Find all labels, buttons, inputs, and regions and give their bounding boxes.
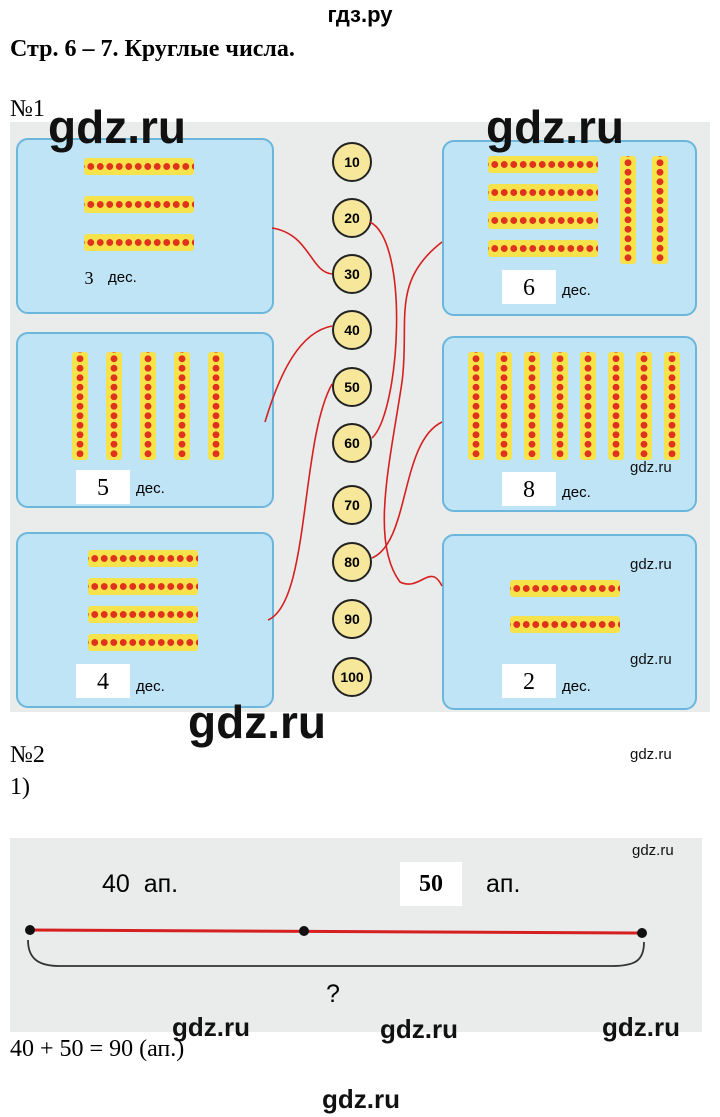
ten-rod — [608, 352, 624, 460]
tens-unit: дес. — [562, 678, 591, 695]
watermark: gdz.ru — [630, 651, 672, 668]
ten-rod — [664, 352, 680, 460]
number-circle: 30 — [332, 254, 372, 294]
ten-rod — [140, 352, 156, 460]
tens-unit: дес. — [562, 484, 591, 501]
ten-rod — [552, 352, 568, 460]
segment-diagram — [25, 925, 647, 967]
ten-rod — [84, 158, 194, 175]
number-circle: 80 — [332, 542, 372, 582]
ten-rod — [488, 212, 598, 229]
tens-unit: дес. — [136, 678, 165, 695]
number-circle: 10 — [332, 142, 372, 182]
number-circle: 60 — [332, 423, 372, 463]
ten-rod — [88, 606, 198, 623]
number-circle: 20 — [332, 198, 372, 238]
number-circle: 40 — [332, 310, 372, 350]
ten-rod — [524, 352, 540, 460]
ten-rod — [208, 352, 224, 460]
ten-rod — [496, 352, 512, 460]
ten-rod — [636, 352, 652, 460]
card-5-tens: 5 дес. — [16, 332, 274, 508]
left-value: 40 ап. — [102, 870, 178, 899]
ten-rod — [652, 156, 668, 264]
page-heading: Стр. 6 – 7. Круглые числа. — [10, 36, 295, 62]
task2-subnumber: 1) — [10, 774, 30, 800]
card-8-tens: 8 дес. — [442, 336, 697, 512]
number-circle: 50 — [332, 367, 372, 407]
watermark: gdz.ru — [602, 1012, 680, 1042]
ten-rod — [174, 352, 190, 460]
ten-rod — [72, 352, 88, 460]
ten-rod — [488, 240, 598, 257]
watermark: gdz.ru — [322, 1084, 400, 1114]
task2-number: №2 — [10, 742, 45, 768]
card-3-tens: 3 дес. — [16, 138, 274, 314]
ten-rod — [488, 156, 598, 173]
left-value-number: 40 — [102, 870, 130, 898]
task2-illustration: 40 ап. 50 ап. ? — [10, 838, 702, 1032]
segment-point — [25, 925, 35, 935]
number-circle: 100 — [332, 657, 372, 697]
ten-rod — [580, 352, 596, 460]
line-20-to-60 — [369, 221, 398, 439]
ten-rod — [88, 578, 198, 595]
tens-unit: дес. — [108, 269, 137, 286]
tens-unit: дес. — [136, 480, 165, 497]
segment-point — [299, 926, 309, 936]
watermark: gdz.ru — [630, 746, 672, 763]
answer-box: 4 — [76, 664, 130, 698]
ten-rod — [88, 550, 198, 567]
right-unit: ап. — [486, 870, 521, 898]
ten-rod — [88, 634, 198, 651]
site-header: гдз.ру — [327, 2, 393, 27]
tens-unit: дес. — [562, 282, 591, 299]
card-6-tens: 6 дес. — [442, 140, 697, 316]
line-3-to-30 — [271, 227, 333, 275]
ten-rod — [84, 196, 194, 213]
answer-box: 50 — [400, 862, 462, 906]
ten-rod — [510, 616, 620, 633]
number-circle: 90 — [332, 599, 372, 639]
ten-rod — [488, 184, 598, 201]
number-circle: 70 — [332, 485, 372, 525]
watermark: gdz.ru — [630, 556, 672, 573]
watermark: gdz.ru — [48, 101, 186, 153]
equation: 40 + 50 = 90 (ап.) — [10, 1036, 185, 1062]
watermark: gdz.ru — [486, 101, 624, 153]
ten-rod — [84, 234, 194, 251]
answer-box: 5 — [76, 470, 130, 504]
ten-rod — [106, 352, 122, 460]
line-8-to-80 — [371, 421, 443, 559]
line-4-to-50 — [267, 383, 333, 621]
ten-rod — [620, 156, 636, 264]
matching-lines — [264, 221, 443, 621]
task1-number: №1 — [10, 96, 45, 122]
card-4-tens: 4 дес. — [16, 532, 274, 708]
watermark: gdz.ru — [380, 1014, 458, 1044]
answer-box: 6 — [502, 270, 556, 304]
ten-rod — [468, 352, 484, 460]
segment-point — [637, 928, 647, 938]
watermark: gdz.ru — [632, 842, 674, 859]
line-6-to-80 — [383, 241, 443, 587]
task1-illustration: 3 дес. 6 дес. 5 дес. 8 дес. — [10, 122, 710, 712]
line-5-to-40 — [264, 325, 333, 423]
ten-rod — [510, 580, 620, 597]
total-brace — [27, 939, 645, 967]
question-mark: ? — [326, 980, 340, 1008]
card-2-tens: 2 дес. — [442, 534, 697, 710]
watermark: gdz.ru — [630, 459, 672, 476]
answer-box: 2 — [502, 664, 556, 698]
answer-box: 3 — [84, 268, 94, 288]
left-value-unit: ап. — [143, 870, 179, 898]
answer-box: 8 — [502, 472, 556, 506]
segment-line — [29, 928, 643, 935]
watermark: gdz.ru — [172, 1012, 250, 1042]
watermark: gdz.ru — [188, 696, 326, 748]
